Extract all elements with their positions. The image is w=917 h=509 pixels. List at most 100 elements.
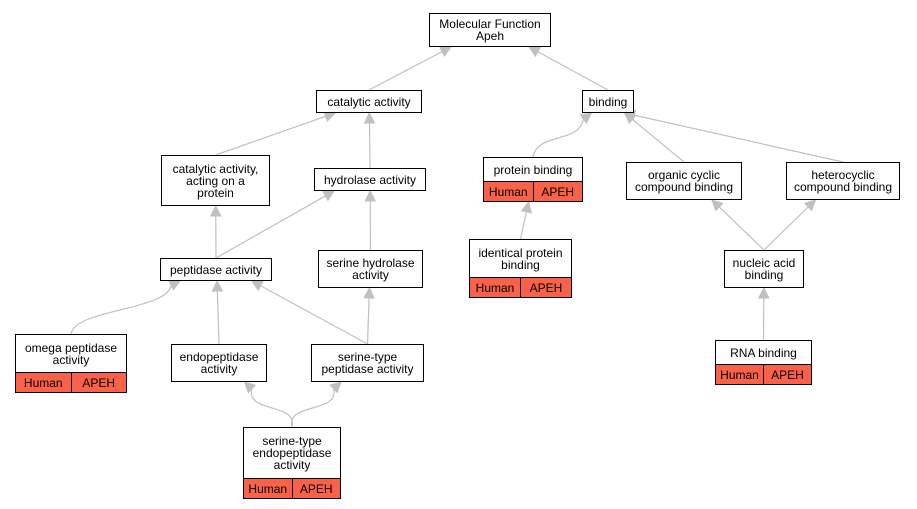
- node-line: endopeptidase: [252, 446, 332, 460]
- node-rna-binding[interactable]: RNA binding Human APEH: [715, 340, 812, 385]
- node-line: heterocyclic: [811, 168, 875, 182]
- edge-line: [251, 388, 293, 428]
- node-catalytic-activity-acting-on-protein[interactable]: catalytic activity, acting on a protein: [161, 155, 270, 206]
- edge-line: [763, 206, 809, 251]
- annotation-tags: Human APEH: [716, 364, 811, 384]
- node-line: binding: [744, 268, 784, 282]
- node-serine-type-endopeptidase-activity[interactable]: serine-type endopeptidase activity Human…: [243, 427, 341, 499]
- node-line: compound binding: [793, 180, 893, 194]
- node-catalytic-activity[interactable]: catalytic activity: [316, 90, 422, 113]
- edge-arrowhead: [323, 110, 337, 122]
- node-label: protein binding: [484, 158, 582, 181]
- edge-line: [718, 206, 765, 251]
- node-label: binding: [583, 91, 633, 112]
- node-identical-protein-binding[interactable]: identical protein binding Human APEH: [469, 239, 572, 298]
- node-line: catalytic activity,: [172, 161, 259, 176]
- node-line: acting on a: [186, 173, 245, 188]
- species-tag: Human: [488, 184, 528, 199]
- edge-arrowhead: [579, 112, 593, 124]
- node-line: peptidase activity: [169, 262, 263, 277]
- node-peptidase-activity[interactable]: peptidase activity: [160, 258, 272, 281]
- species-tag: Human: [23, 375, 63, 390]
- edge-line: [215, 115, 326, 156]
- species-tag: Human: [475, 280, 515, 295]
- species-tag: Human: [720, 367, 759, 382]
- edge-arrowhead: [711, 199, 724, 212]
- node-line: Apeh: [475, 29, 505, 43]
- edge-line: [631, 118, 685, 163]
- node-line: protein binding: [493, 162, 573, 177]
- node-line: hydrolase activity: [323, 172, 417, 187]
- edge-arrowhead: [438, 46, 452, 58]
- edge-line: [366, 297, 370, 345]
- edge-line: [537, 51, 609, 91]
- edge-line: [532, 118, 584, 158]
- edge-arrowhead: [250, 280, 264, 292]
- node-label: peptidase activity: [161, 259, 271, 280]
- node-label: RNA binding: [716, 341, 811, 364]
- node-label: endopeptidase activity: [172, 345, 266, 381]
- node-line: activity: [52, 352, 90, 367]
- edge-line: [368, 51, 443, 91]
- node-label: serine-type peptidase activity: [312, 345, 423, 381]
- node-hydrolase-activity[interactable]: hydrolase activity: [314, 168, 426, 191]
- node-omega-peptidase-activity[interactable]: omega peptidase activity Human APEH: [15, 334, 127, 393]
- edge-arrowhead: [520, 200, 533, 214]
- node-molecular-function[interactable]: Molecular Function Apeh: [429, 13, 551, 47]
- node-line: binding: [588, 94, 628, 109]
- node-protein-binding[interactable]: protein binding Human APEH: [483, 157, 583, 202]
- edge-arrowhead: [803, 199, 817, 212]
- node-nucleic-acid-binding[interactable]: nucleic acid binding: [724, 250, 804, 288]
- edge-arrowhead: [757, 286, 770, 299]
- node-serine-hydrolase-activity[interactable]: serine hydrolase activity: [318, 250, 423, 288]
- node-line: protein: [197, 185, 234, 200]
- node-line: binding: [501, 257, 540, 272]
- node-line: activity: [352, 268, 389, 282]
- node-line: RNA binding: [730, 345, 797, 360]
- edge-line: [519, 211, 528, 240]
- species-tag: Human: [248, 481, 288, 496]
- edge-line: [634, 114, 844, 163]
- annotation-tags: Human APEH: [470, 277, 571, 297]
- annotation-tags: Human APEH: [484, 181, 582, 201]
- gene-tag: APEH: [532, 182, 583, 201]
- node-label: heterocyclic compound binding: [787, 163, 899, 199]
- node-label: hydrolase activity: [315, 169, 425, 190]
- edge-arrowhead: [528, 46, 542, 58]
- node-serine-type-peptidase-activity[interactable]: serine-type peptidase activity: [311, 344, 424, 382]
- edge-line: [260, 285, 368, 345]
- node-line: peptidase activity: [321, 362, 414, 376]
- edge-arrowhead: [243, 381, 257, 394]
- edge-line: [216, 290, 220, 345]
- edge-arrowhead: [363, 111, 376, 124]
- node-line: catalytic activity: [327, 94, 411, 109]
- node-label: serine hydrolase activity: [319, 251, 422, 287]
- node-label: Molecular Function Apeh: [430, 14, 550, 46]
- edge-arrowhead: [211, 279, 224, 292]
- node-label: catalytic activity: [317, 91, 421, 112]
- node-label: identical protein binding: [470, 240, 571, 277]
- edge-line: [215, 195, 326, 259]
- edge-line: [70, 285, 172, 335]
- gene-tag: APEH: [520, 278, 571, 297]
- node-line: serine-type: [262, 434, 322, 448]
- node-line: serine-type: [337, 350, 398, 364]
- node-line: activity: [273, 458, 311, 472]
- gene-tag: APEH: [291, 479, 341, 498]
- edge-arrowhead: [209, 204, 222, 217]
- node-endopeptidase-activity[interactable]: endopeptidase activity: [171, 344, 267, 382]
- annotation-tags: Human APEH: [244, 478, 340, 498]
- node-line: activity: [200, 362, 238, 376]
- node-binding[interactable]: binding: [582, 90, 634, 113]
- node-line: organic cyclic: [647, 168, 721, 182]
- edge-arrowhead: [364, 189, 377, 202]
- node-label: serine-type endopeptidase activity: [244, 428, 340, 478]
- node-organic-cyclic-compound-binding[interactable]: organic cyclic compound binding: [626, 162, 742, 200]
- edge-arrowhead: [329, 381, 342, 394]
- edge-line: [291, 388, 335, 428]
- node-heterocyclic-compound-binding[interactable]: heterocyclic compound binding: [786, 162, 900, 200]
- node-line: Molecular Function: [439, 17, 541, 31]
- node-line: compound binding: [634, 180, 734, 194]
- node-label: catalytic activity, acting on a protein: [162, 156, 269, 205]
